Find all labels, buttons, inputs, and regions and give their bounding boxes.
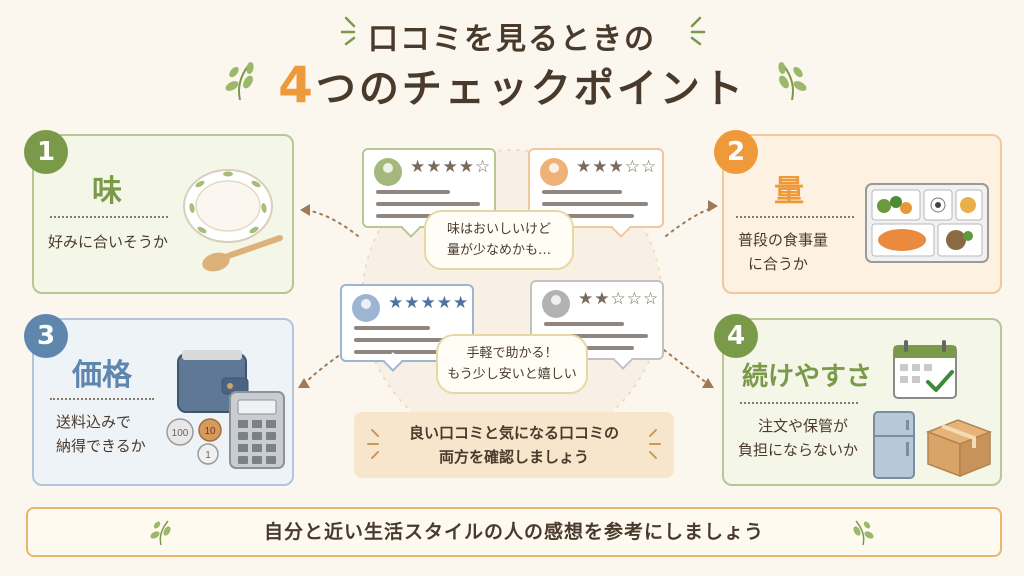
speech-bubble-price: 手軽で助かる！ もう少し安いと嬉しい (436, 334, 588, 394)
center-note-line: 良い口コミと気になる口コミの (408, 424, 619, 442)
card-description-line1: 注文や保管が (758, 417, 849, 435)
bubble-line: もう少し安いと嬉しい (447, 367, 577, 382)
card-number-badge: 3 (24, 314, 68, 358)
bubble-line: 味はおいしいけど (446, 222, 551, 237)
card-taste: 1 味 好みに合いそうか (24, 130, 294, 294)
review-text-line (354, 326, 430, 330)
title-sparkle-right-icon (690, 16, 706, 46)
wallet-calculator-icon: 100 10 1 (166, 350, 285, 469)
star-rating: ★★★☆☆ (576, 157, 658, 177)
reviewer-avatar-icon (352, 294, 380, 322)
review-text-line (376, 214, 466, 218)
card-separator (50, 216, 168, 218)
review-card-top-right: ★★★☆☆ (528, 148, 664, 238)
star-rating: ★★★★☆ (410, 157, 492, 177)
review-text-line (354, 350, 446, 354)
coin-100-label: 100 (172, 428, 189, 439)
reviewer-avatar-icon (374, 158, 402, 186)
review-card-top-left: ★★★★☆ (362, 148, 496, 238)
star-rating: ★★★★★ (388, 293, 470, 313)
card-price: 3 価格 送料込みで 納得できるか 100 10 1 (24, 314, 294, 486)
review-card-bottom-right: ★★☆☆☆ (530, 280, 664, 370)
center-note-line: 両方を確認しましょう (438, 448, 589, 466)
card-number-badge: 1 (24, 130, 68, 174)
coin-10-label: 10 (204, 426, 216, 437)
leaf-sprig-left-icon (225, 62, 254, 101)
note-sparkle-icons (367, 429, 661, 459)
review-text-line (542, 214, 634, 218)
card-description-line2: 負担にならないか (738, 441, 859, 459)
review-text-line (544, 322, 624, 326)
footer-tip-text: 自分と近い生活スタイルの人の感想を参考にしましょう (263, 521, 764, 543)
title-line2: 4つのチェックポイント (0, 56, 1024, 114)
card-heading: 味 (92, 174, 122, 209)
card-heading: 価格 (72, 358, 132, 393)
title-number: 4 (278, 56, 316, 114)
card-number-badge: 4 (714, 314, 758, 358)
card-number-badge: 2 (714, 130, 758, 174)
review-text-line (376, 202, 480, 206)
review-text-line (376, 190, 450, 194)
review-text-line (542, 202, 648, 206)
bento-box-icon (865, 183, 989, 263)
card-heading: 量 (774, 174, 804, 209)
coin-1-label: 1 (205, 450, 211, 461)
footer-leaf-right-icon (853, 520, 874, 546)
review-text-line (354, 338, 458, 342)
card-separator (740, 402, 858, 404)
star-rating: ★★☆☆☆ (578, 289, 660, 309)
card-description-line2: 納得できるか (56, 437, 146, 455)
bubble-line: 量が少なめかも… (446, 243, 551, 258)
reviewer-avatar-icon (542, 290, 570, 318)
card-separator (50, 398, 154, 400)
card-heading: 続けやすさ (742, 362, 873, 392)
card-description-line1: 送料込みで (56, 413, 132, 431)
review-text-line (544, 346, 634, 350)
plate-spoon-icon (183, 169, 283, 272)
footer-tip-bar: 自分と近い生活スタイルの人の感想を参考にしましょう (26, 507, 1002, 557)
card-ease: 4 続けやすさ 注文や保管が 負担にならないか (714, 314, 1002, 486)
center-note: 良い口コミと気になる口コミの 両方を確認しましょう (354, 412, 674, 478)
leaf-sprig-right-icon (778, 62, 807, 101)
card-description-line1: 普段の食事量 (738, 231, 829, 249)
title-line2-rest: つのチェックポイント (315, 66, 746, 112)
speech-bubble-taste-amount: 味はおいしいけど 量が少なめかも… (424, 210, 574, 270)
footer-leaf-left-icon (150, 520, 171, 546)
reviewer-avatar-icon (540, 158, 568, 186)
card-description: 好みに合いそうか (48, 233, 169, 251)
review-text-line (542, 190, 622, 194)
card-description-line2: に合うか (748, 255, 809, 273)
review-text-line (544, 334, 648, 338)
calendar-fridge-box-icon (873, 340, 993, 479)
title-line1: 口コミを見るときの (368, 22, 656, 57)
bubble-line: 手軽で助かる！ (466, 346, 558, 361)
card-separator (736, 216, 854, 218)
title-sparkle-left-icon (340, 16, 356, 46)
card-amount: 2 量 普段の食事量 に合うか (714, 130, 1002, 294)
